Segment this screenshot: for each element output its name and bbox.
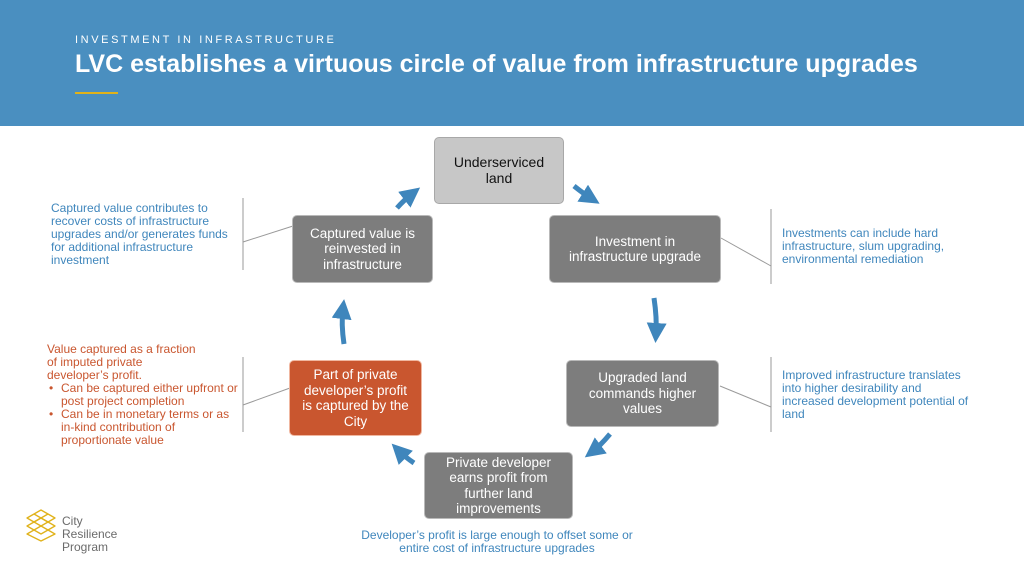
connector-line-upgraded bbox=[719, 385, 772, 408]
note-captured: Value captured as a fraction of imputed … bbox=[47, 343, 242, 447]
note-investment: Investments can include hard infrastruct… bbox=[782, 226, 945, 266]
note-reinvested: Captured value contributes to recover co… bbox=[51, 201, 228, 267]
node-upgraded-land: Upgraded land commands higher values bbox=[566, 360, 719, 427]
connector-line-reinvested bbox=[242, 225, 294, 243]
logo-wordmark: City Resilience Program bbox=[62, 515, 117, 554]
node-investment-upgrade: Investment in infrastructure upgrade bbox=[549, 215, 721, 283]
section-eyebrow: INVESTMENT IN INFRASTRUCTURE bbox=[75, 34, 337, 46]
node-reinvested: Captured value is reinvested in infrastr… bbox=[292, 215, 433, 283]
node-developer-profit: Private developer earns profit from furt… bbox=[424, 452, 573, 519]
logo-line: Program bbox=[62, 540, 109, 554]
arrow-land-to-investment bbox=[572, 184, 600, 204]
arrow-upgraded-to-profit bbox=[584, 432, 612, 458]
logo-line: City bbox=[62, 514, 83, 528]
note-captured-intro: Value captured as a fraction of imputed … bbox=[47, 342, 196, 382]
note-captured-bullet: Can be in monetary terms or as in-kind c… bbox=[47, 408, 242, 447]
header-banner: INVESTMENT IN INFRASTRUCTURE LVC establi… bbox=[0, 0, 1024, 126]
arrow-captured-to-reinvested bbox=[331, 299, 352, 345]
slide-title: LVC establishes a virtuous circle of val… bbox=[75, 50, 918, 78]
note-captured-bullet: Can be captured either upfront or post p… bbox=[47, 382, 242, 408]
arrow-profit-to-captured bbox=[391, 443, 416, 466]
title-underline bbox=[75, 92, 118, 94]
note-developer-profit: Developer’s profit is large enough to of… bbox=[361, 528, 633, 555]
node-captured-profit: Part of private developer’s profit is ca… bbox=[289, 360, 422, 436]
city-resilience-logo-icon bbox=[26, 509, 56, 542]
arrow-reinvested-to-land bbox=[395, 187, 421, 210]
connector-line-captured bbox=[242, 387, 291, 406]
logo-line: Resilience bbox=[62, 527, 118, 541]
connector-line-investment bbox=[720, 237, 772, 267]
note-upgraded: Improved infrastructure translates into … bbox=[782, 368, 969, 421]
arrow-investment-to-upgraded bbox=[646, 297, 667, 343]
node-underserviced-land: Underserviced land bbox=[434, 137, 564, 204]
note-captured-bullets: Can be captured either upfront or post p… bbox=[47, 382, 242, 447]
